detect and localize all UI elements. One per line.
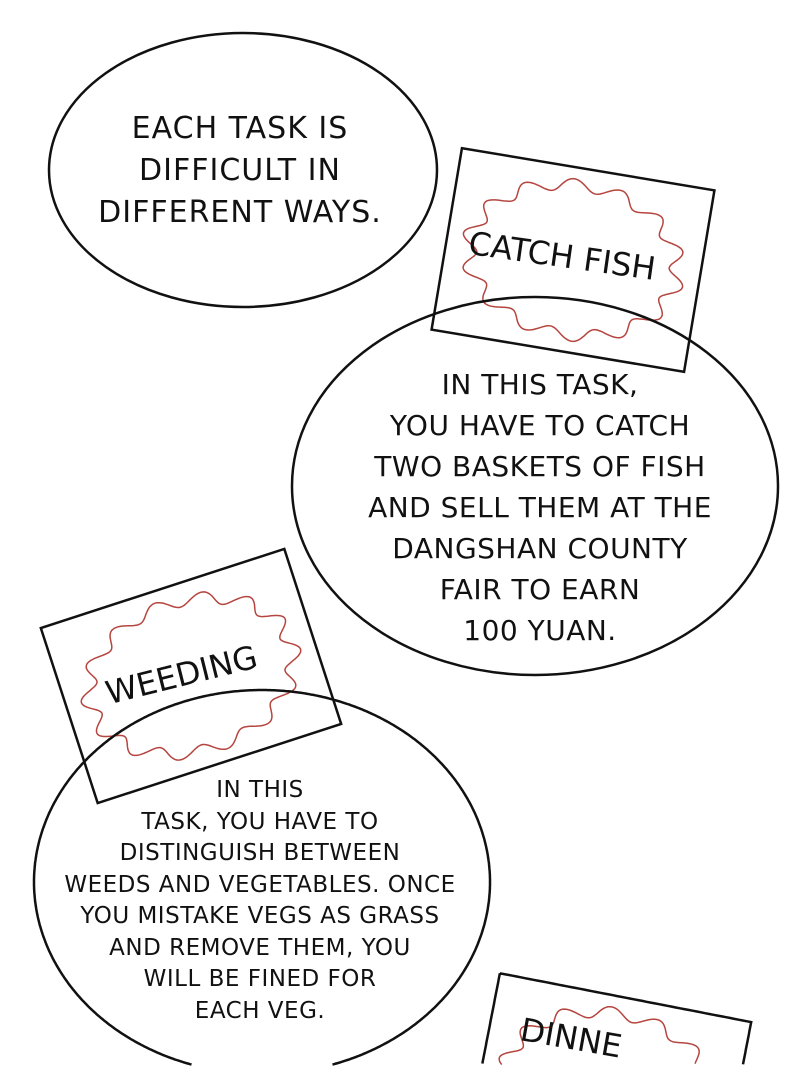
speech-bubble-2: [290, 295, 780, 677]
speech-bubble-3: [32, 688, 492, 1066]
text-line: DANGSHAN COUNTY: [392, 532, 688, 565]
text-line: WILL BE FINED FOR: [143, 966, 377, 992]
text-line: TWO BASKETS OF FISH: [374, 450, 706, 483]
bubble-3-text: IN THIS TASK, YOU HAVE TO DISTINGUISH BE…: [30, 775, 490, 1027]
task-card-weeding: [39, 547, 343, 805]
wavy-frame: [498, 1005, 700, 1066]
text-line: EACH VEG.: [194, 997, 326, 1024]
text-line: EACH TASK IS: [131, 111, 349, 146]
wavy-frame: [80, 591, 302, 761]
text-line: DISTINGUISH BETWEEN: [119, 840, 401, 866]
bubble-2-text: IN THIS TASK, YOU HAVE TO CATCH TWO BASK…: [300, 364, 780, 651]
text-line: TASK, YOU HAVE TO: [141, 808, 379, 835]
text-line: 100 YUAN.: [463, 614, 617, 647]
text-line: AND SELL THEM AT THE: [368, 491, 712, 524]
bubble-1-text: EACH TASK IS DIFFICULT IN DIFFERENT WAYS…: [40, 108, 440, 234]
text-line: IN THIS: [216, 777, 304, 803]
text-line: YOU HAVE TO CATCH: [389, 409, 691, 442]
text-line: YOU MISTAKE VEGS AS GRASS: [80, 903, 440, 929]
text-line: DIFFICULT IN: [139, 153, 341, 188]
text-line: FAIR TO EARN: [439, 573, 641, 606]
text-line: DIFFERENT WAYS.: [98, 195, 382, 230]
speech-bubble-1: [47, 31, 439, 309]
wavy-frame: [462, 177, 684, 343]
card-frame: [481, 972, 753, 1065]
task-card-dinner: [481, 972, 753, 1066]
text-line: AND REMOVE THEM, YOU: [109, 934, 411, 961]
text-line: IN THIS TASK,: [441, 368, 639, 401]
text-line: WEEDS AND VEGETABLES. ONCE: [64, 871, 456, 898]
